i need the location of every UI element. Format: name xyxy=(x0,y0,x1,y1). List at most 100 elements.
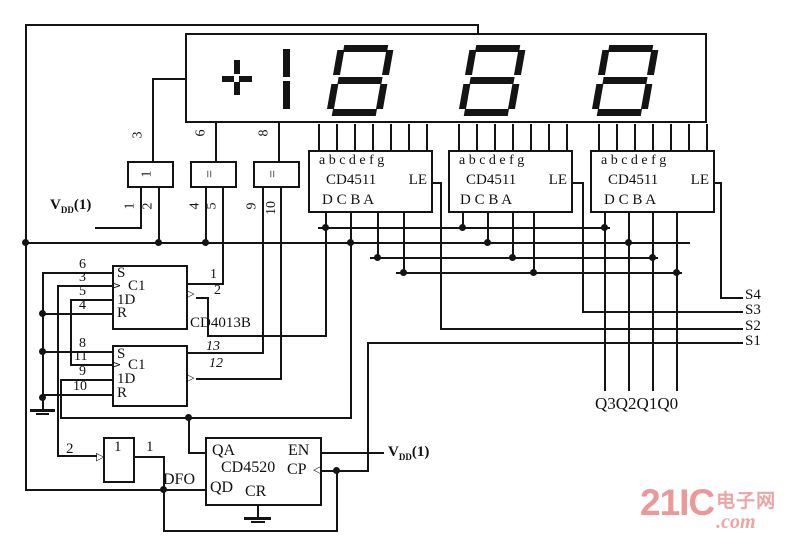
wire xyxy=(196,378,282,380)
wire xyxy=(60,379,62,419)
latch-enable-label: LE xyxy=(548,172,567,188)
junction-dot xyxy=(459,224,466,231)
wire xyxy=(688,124,690,151)
digit-segment xyxy=(602,77,648,84)
decoder-chip-2: a b c d e f g CD4511 LE D C B A xyxy=(448,150,573,213)
digit-segment xyxy=(469,77,515,84)
wire xyxy=(42,394,112,396)
ground-icon xyxy=(36,413,49,415)
wire xyxy=(322,470,369,472)
wire xyxy=(70,364,112,366)
bus-wire-c xyxy=(25,242,690,244)
wire xyxy=(158,188,160,244)
junction-dot xyxy=(673,269,680,276)
pin-number: 12 xyxy=(209,356,223,371)
pin-number: 3 xyxy=(130,131,146,139)
vdd-sub: DD xyxy=(60,205,74,215)
digit-segment xyxy=(608,45,654,52)
ground-icon xyxy=(30,409,55,412)
wire xyxy=(582,311,743,313)
ff-port: S xyxy=(117,265,126,281)
display-one-segment xyxy=(283,49,290,77)
junction-dot xyxy=(509,254,516,261)
wire xyxy=(188,417,190,454)
junction-dot xyxy=(155,239,162,246)
wire xyxy=(188,283,224,285)
digit-segment xyxy=(463,109,509,116)
junction-dot xyxy=(649,254,656,261)
wire xyxy=(322,452,384,454)
wire xyxy=(257,506,259,517)
wire xyxy=(196,297,209,299)
wire xyxy=(367,342,743,344)
counter-port: QD xyxy=(210,479,234,496)
wire xyxy=(372,124,374,151)
display-plus-segment xyxy=(234,82,240,95)
seg-pin-letters: a b c d e f g xyxy=(601,153,667,168)
inverted-output-icon: ▷ xyxy=(186,287,195,300)
junction-dot xyxy=(39,348,46,355)
wire xyxy=(25,24,27,491)
wire xyxy=(262,188,264,354)
pin-number: 4 xyxy=(187,202,203,210)
wire xyxy=(494,124,496,151)
gate-symbol: 1 xyxy=(114,439,122,455)
digit-segment xyxy=(337,77,383,84)
ff-port: R xyxy=(117,385,128,401)
wire xyxy=(616,124,618,151)
wire xyxy=(512,124,514,151)
pin-number: 1 xyxy=(210,267,217,282)
inverting-input-icon: ▷ xyxy=(96,450,105,463)
wire xyxy=(60,379,112,381)
junction-dot xyxy=(333,467,340,474)
wire xyxy=(140,188,142,229)
pin-number: 8 xyxy=(256,129,272,137)
wire xyxy=(70,299,72,366)
ff-port: R xyxy=(117,305,128,321)
ff-port: C1 xyxy=(128,357,146,373)
junction-dot xyxy=(22,239,29,246)
wire xyxy=(57,285,112,287)
wire xyxy=(440,182,442,330)
display-plus-segment xyxy=(239,76,252,82)
pin-number: 11 xyxy=(74,349,88,364)
junction-dot xyxy=(625,239,632,246)
junction-dot xyxy=(530,269,537,276)
bcd-input-letters: D C B A xyxy=(460,192,513,208)
wire xyxy=(278,123,280,162)
wire xyxy=(207,335,327,337)
wire xyxy=(512,213,514,259)
wire xyxy=(367,342,369,472)
clock-chevron-icon: > xyxy=(112,358,122,371)
chip-name: CD4520 xyxy=(221,459,276,476)
wire xyxy=(336,470,338,532)
ff-port: 1D xyxy=(117,292,136,308)
gate-symbol: = xyxy=(202,170,218,178)
gate-box-3 xyxy=(253,161,300,188)
gate-symbol: 1 xyxy=(139,170,155,178)
chip-name: CD4511 xyxy=(608,172,659,188)
watermark-cn-text: 电子网 xyxy=(716,491,777,512)
ff-port: 1D xyxy=(117,371,136,387)
pin-number: 1 xyxy=(122,202,138,210)
wire xyxy=(573,182,584,184)
junction-dot xyxy=(601,224,608,231)
wire xyxy=(163,456,165,532)
chip-name: CD4511 xyxy=(466,172,517,188)
counter-port: QA xyxy=(212,442,236,459)
wire xyxy=(426,124,428,151)
latch-enable-label: LE xyxy=(408,172,427,188)
bcd-input-letters: D C B A xyxy=(604,192,657,208)
wire xyxy=(652,124,654,151)
wire xyxy=(440,328,743,330)
pin-number: 2 xyxy=(214,283,221,298)
wire xyxy=(318,124,320,151)
wire xyxy=(163,530,338,532)
wire xyxy=(408,124,410,151)
wire xyxy=(530,124,532,151)
junction-dot xyxy=(39,394,46,401)
digit-segment xyxy=(475,45,521,52)
wire xyxy=(715,182,722,184)
vdd-v: V xyxy=(388,444,399,460)
